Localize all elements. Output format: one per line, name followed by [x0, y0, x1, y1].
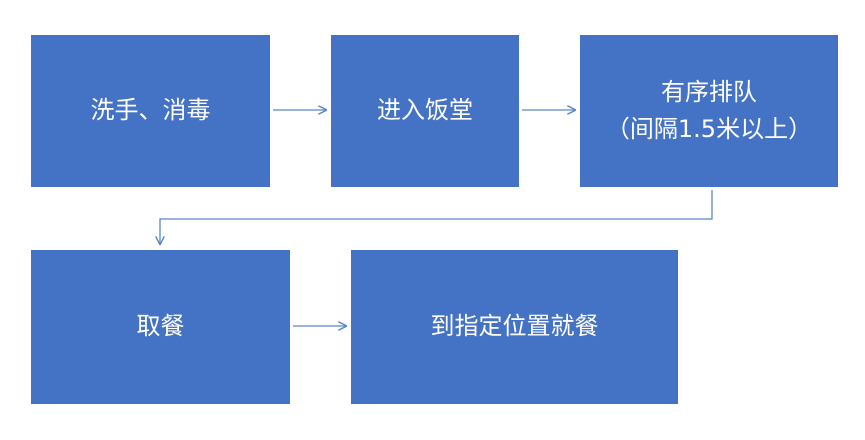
step-wash-hands-disinfect: 洗手、消毒 [31, 35, 270, 187]
step-label: 进入饭堂 [377, 96, 473, 125]
step-label: 取餐 [136, 312, 185, 341]
step-queue-in-order: 有序排队 （间隔1.5米以上） [580, 35, 838, 187]
step-label: 洗手、消毒 [90, 96, 211, 125]
step-enter-canteen: 进入饭堂 [331, 35, 519, 187]
step-label: 有序排队 [661, 77, 757, 106]
step-sublabel: （间隔1.5米以上） [605, 115, 813, 143]
step-take-meal: 取餐 [31, 250, 290, 404]
step-eat-at-assigned-seat: 到指定位置就餐 [351, 250, 678, 404]
arrow-step3-to-step4 [160, 190, 713, 244]
step-label: 到指定位置就餐 [430, 312, 599, 341]
